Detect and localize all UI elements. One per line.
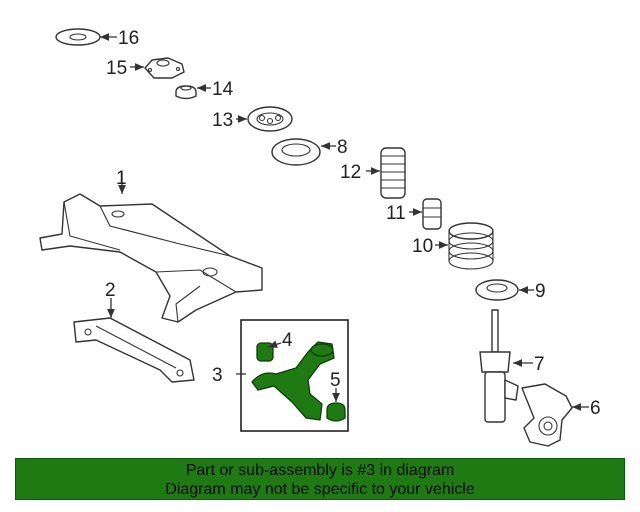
part-11-bump-stop[interactable]	[422, 198, 442, 230]
part-1-subframe[interactable]	[39, 193, 263, 323]
callout-10: 10	[412, 236, 433, 257]
part-16-washer[interactable]	[55, 28, 101, 46]
part-6-knuckle[interactable]	[521, 383, 573, 447]
callout-11: 11	[386, 203, 406, 224]
part-14-bushing[interactable]	[175, 85, 197, 100]
callout-16: 16	[118, 28, 139, 49]
callout-8: 8	[337, 137, 348, 158]
callout-12: 12	[340, 162, 361, 183]
part-9-lower-seat[interactable]	[475, 279, 519, 301]
callout-15: 15	[106, 58, 127, 79]
callout-13: 13	[212, 110, 233, 131]
part-5-bushing[interactable]	[326, 402, 346, 422]
part-info-banner: Part or sub-assembly is #3 in diagram Di…	[15, 458, 625, 500]
part-15-strut-mount[interactable]	[144, 57, 185, 79]
banner-line-2: Diagram may not be specific to your vehi…	[165, 481, 475, 498]
callout-7: 7	[534, 354, 545, 375]
callout-4: 4	[282, 330, 293, 351]
banner-line-1: Part or sub-assembly is #3 in diagram	[185, 462, 455, 479]
callout-6: 6	[590, 398, 601, 419]
callout-1: 1	[116, 168, 127, 189]
callout-2: 2	[105, 280, 116, 301]
part-13-bearing[interactable]	[247, 106, 293, 132]
part-2-crossmember[interactable]	[73, 317, 195, 383]
part-8-spring-seat[interactable]	[271, 138, 321, 166]
callout-14: 14	[212, 79, 234, 100]
part-7-strut[interactable]	[479, 309, 519, 423]
callout-5: 5	[330, 370, 341, 391]
callout-9: 9	[535, 281, 546, 302]
part-10-coil-spring[interactable]	[448, 222, 494, 270]
part-12-dust-boot[interactable]	[380, 147, 406, 199]
callout-3: 3	[212, 365, 223, 386]
